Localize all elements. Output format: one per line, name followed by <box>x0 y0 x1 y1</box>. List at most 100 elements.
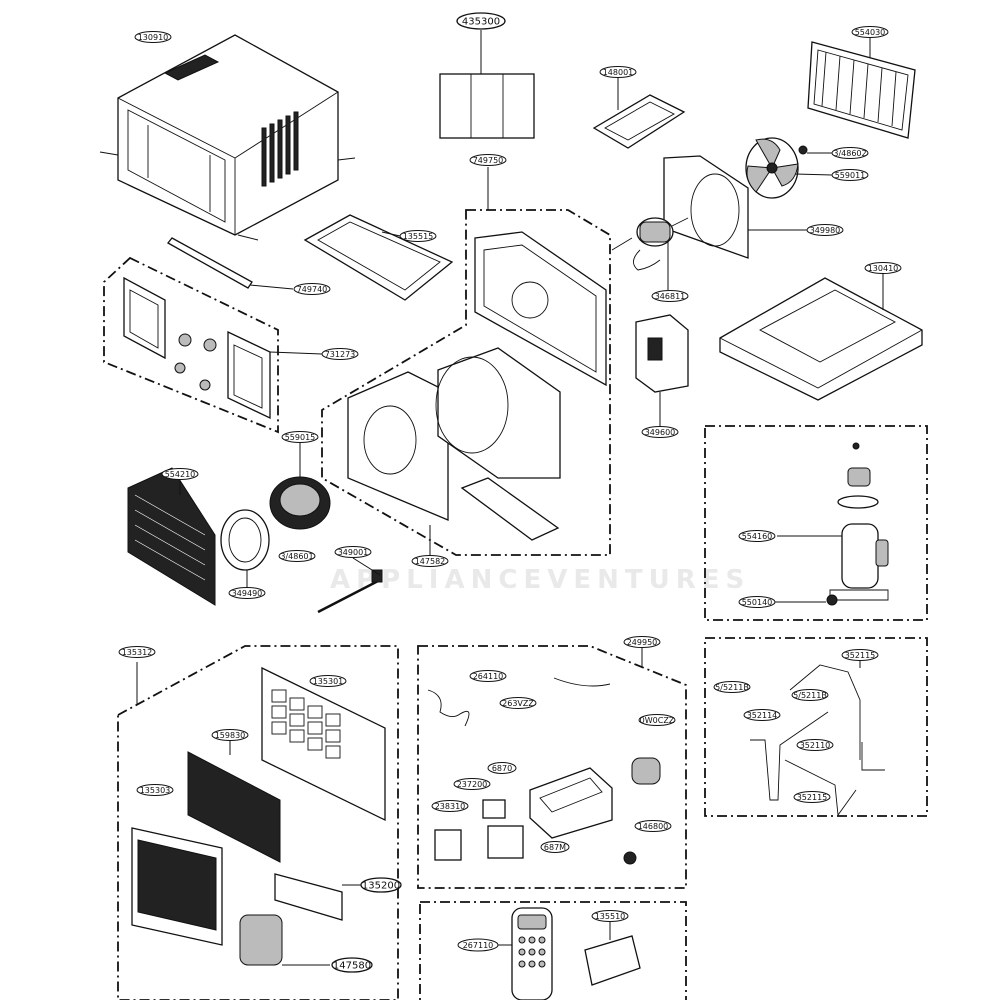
part-number-text: 435300 <box>462 17 500 28</box>
part-label-135200: 135200 <box>360 877 402 893</box>
part-label-oval <box>791 689 829 701</box>
part-number-text: 135303 <box>140 786 171 795</box>
part-label-559015: 559015 <box>281 431 319 443</box>
part-label-oval <box>487 762 517 774</box>
part-label-148001: 148001 <box>599 66 637 78</box>
blower-wheel-part <box>269 443 331 530</box>
part-number-text: 559015 <box>285 433 316 442</box>
filter-grid-part <box>187 740 281 863</box>
cabinet-part <box>99 34 356 241</box>
part-label-oval <box>331 957 373 973</box>
part-number-text: 349980 <box>810 226 841 235</box>
remote-holder-part <box>584 922 641 986</box>
part-label-52118: 5/5211B <box>713 681 751 693</box>
side-panels-part <box>123 276 323 420</box>
motor-bracket-part <box>635 314 689 426</box>
part-label-135301: 135301 <box>309 675 347 687</box>
group-outline-piping <box>704 637 928 817</box>
part-number-text: 264110 <box>473 672 504 681</box>
part-label-147582: 147582 <box>411 555 449 567</box>
part-label-159830: 159830 <box>211 729 249 741</box>
part-number-text: 135510 <box>595 912 626 921</box>
part-label-oval <box>411 555 449 567</box>
compressor-part <box>775 442 889 606</box>
part-number-text: 559011 <box>835 171 866 180</box>
drain-tube-part <box>317 525 431 614</box>
part-label-348601: 3/48601 <box>278 550 316 562</box>
part-label-435300: 435300 <box>456 12 506 30</box>
part-number-text: 147580 <box>333 961 371 972</box>
part-label-352114: 352114 <box>743 709 781 721</box>
part-number-text: 5/5211B <box>793 691 827 700</box>
part-number-text: 554210 <box>165 470 196 479</box>
part-label-135510: 135510 <box>591 910 629 922</box>
part-label-349001: 349001 <box>334 546 372 558</box>
orifice-shroud-part <box>663 155 812 259</box>
part-label-oval <box>321 348 359 360</box>
part-label-oval <box>540 841 570 853</box>
group-outline-front-grille <box>117 645 399 1000</box>
part-number-text: 349001 <box>338 548 369 557</box>
part-label-687m: 687M <box>540 841 570 853</box>
part-number-text: 135301 <box>313 677 344 686</box>
part-label-oval <box>134 31 172 43</box>
part-number-text: 687M <box>544 843 566 852</box>
part-label-352110: 352110 <box>796 739 834 751</box>
part-number-text: 130410 <box>868 264 899 273</box>
part-label-oval <box>634 820 672 832</box>
base-pan-part <box>719 274 923 401</box>
part-label-731273: 731273 <box>321 348 359 360</box>
part-label-348602: 3/48602 <box>831 147 869 159</box>
part-number-text: 159830 <box>215 731 246 740</box>
louver-part <box>239 914 330 966</box>
part-label-352115b: 352115 <box>793 791 831 803</box>
part-label-52113: 5/5211B <box>791 689 829 701</box>
part-number-text: 3/48602 <box>833 149 866 158</box>
top-plate-part <box>592 78 686 149</box>
group-outline-panels <box>103 256 279 434</box>
part-label-oval <box>599 66 637 78</box>
part-label-oval <box>161 468 199 480</box>
part-label-oval <box>334 546 372 558</box>
remote-control-part <box>498 907 553 1000</box>
part-label-263vzz: 263VZZ <box>499 697 537 709</box>
part-label-oval <box>831 147 869 159</box>
part-label-249950: 249950 <box>623 636 661 648</box>
part-label-554030: 554030 <box>851 26 889 38</box>
front-grille-part <box>131 662 223 946</box>
part-label-349980: 349980 <box>806 224 844 236</box>
part-label-135515: 135515 <box>399 230 437 242</box>
orifice-ring-part <box>220 509 270 588</box>
part-label-749740: 749740 <box>293 283 331 295</box>
part-number-text: 237200 <box>457 780 488 789</box>
part-number-text: 349600 <box>645 428 676 437</box>
part-label-oval <box>360 877 402 893</box>
part-number-text: 249950 <box>627 638 658 647</box>
part-label-237200: 237200 <box>453 778 491 790</box>
bulkhead-part <box>474 167 607 387</box>
part-number-text: 146800 <box>638 822 669 831</box>
part-label-346811: 346811 <box>651 290 689 302</box>
part-label-oval <box>293 283 331 295</box>
part-label-554210: 554210 <box>161 468 199 480</box>
part-label-oval <box>623 636 661 648</box>
part-number-text: 352114 <box>747 711 778 720</box>
part-label-oval <box>591 910 629 922</box>
part-label-6870: 6870 <box>487 762 517 774</box>
part-label-oval <box>806 224 844 236</box>
evaporator-coil-part <box>127 467 216 606</box>
part-label-oval <box>457 938 499 952</box>
part-label-oval <box>228 587 266 599</box>
part-number-text: 6870 <box>492 764 512 773</box>
part-label-267110: 267110 <box>457 938 499 952</box>
part-label-oval <box>281 431 319 443</box>
part-label-oval <box>851 26 889 38</box>
part-label-349490: 349490 <box>228 587 266 599</box>
rail-part <box>167 237 294 290</box>
part-number-text: 349490 <box>232 589 263 598</box>
part-label-554160: 554160 <box>738 530 776 542</box>
base-plate-part <box>303 214 454 301</box>
part-number-text: 267110 <box>463 941 494 950</box>
part-label-oval <box>453 778 491 790</box>
